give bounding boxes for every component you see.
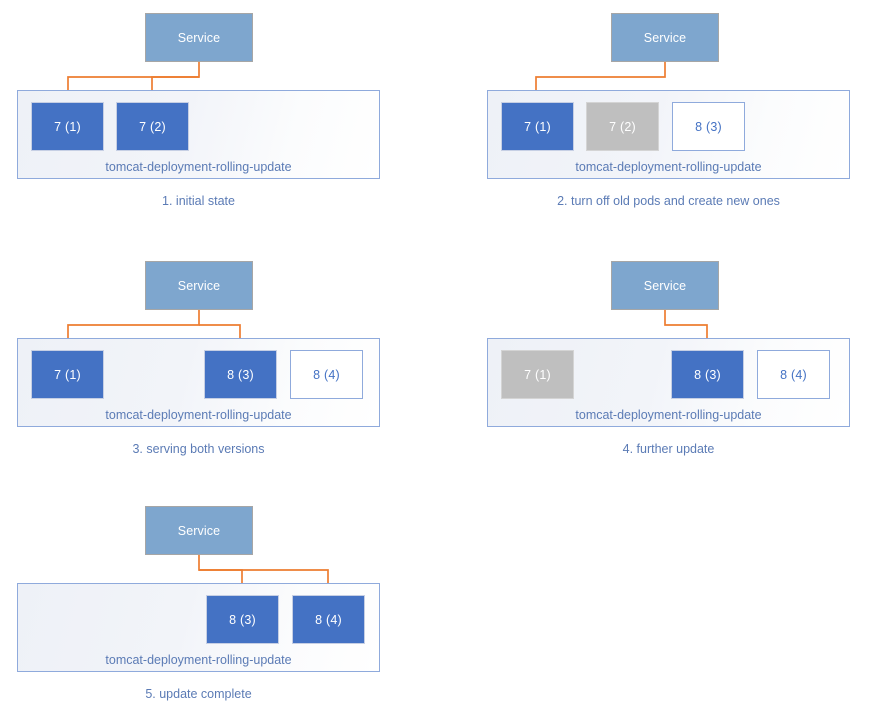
pod-8-3[interactable]: 8 (3)	[672, 102, 745, 151]
service-box[interactable]: Service	[145, 506, 253, 555]
pod-8-4[interactable]: 8 (4)	[290, 350, 363, 399]
pod-7-1[interactable]: 7 (1)	[501, 350, 574, 399]
deployment-label: tomcat-deployment-rolling-update	[575, 160, 762, 174]
deployment-label: tomcat-deployment-rolling-update	[105, 653, 292, 667]
deployment-label: tomcat-deployment-rolling-update	[575, 408, 762, 422]
pod-7-2[interactable]: 7 (2)	[116, 102, 189, 151]
step-caption-2: 2. turn off old pods and create new ones	[557, 194, 780, 208]
deployment-label: tomcat-deployment-rolling-update	[105, 408, 292, 422]
service-box[interactable]: Service	[145, 261, 253, 310]
pod-8-4[interactable]: 8 (4)	[292, 595, 365, 644]
pod-7-2[interactable]: 7 (2)	[586, 102, 659, 151]
pod-7-1[interactable]: 7 (1)	[501, 102, 574, 151]
pod-8-3[interactable]: 8 (3)	[206, 595, 279, 644]
step-caption-3: 3. serving both versions	[132, 442, 265, 456]
pod-8-3[interactable]: 8 (3)	[671, 350, 744, 399]
deployment-label: tomcat-deployment-rolling-update	[105, 160, 292, 174]
step-caption-5: 5. update complete	[145, 687, 252, 701]
step-caption-4: 4. further update	[622, 442, 715, 456]
service-box[interactable]: Service	[611, 13, 719, 62]
pod-7-1[interactable]: 7 (1)	[31, 350, 104, 399]
service-box[interactable]: Service	[611, 261, 719, 310]
step-caption-1: 1. initial state	[162, 194, 235, 208]
pod-8-3[interactable]: 8 (3)	[204, 350, 277, 399]
pod-8-4[interactable]: 8 (4)	[757, 350, 830, 399]
pod-7-1[interactable]: 7 (1)	[31, 102, 104, 151]
service-box[interactable]: Service	[145, 13, 253, 62]
